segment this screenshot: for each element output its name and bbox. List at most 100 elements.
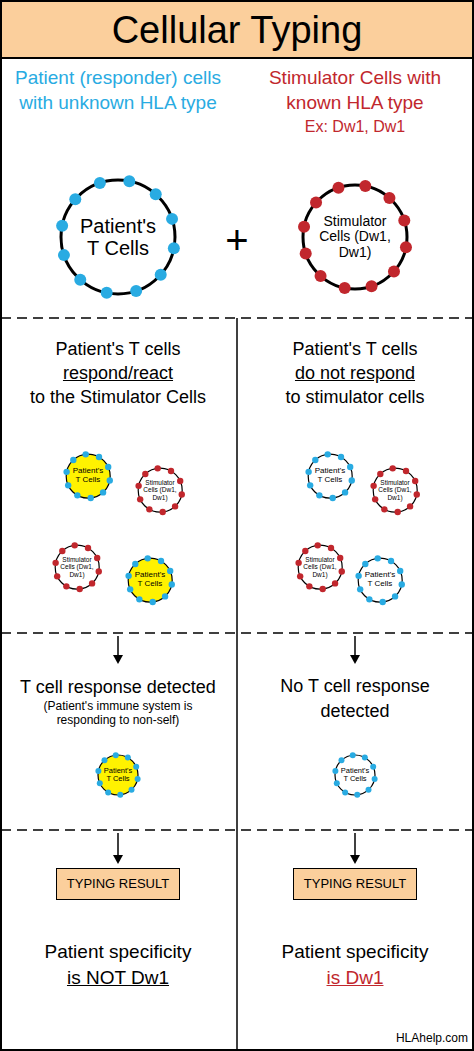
hla-antigen-dot [314, 542, 320, 548]
hla-antigen-dot [298, 221, 310, 233]
hla-antigen-dot [310, 197, 322, 209]
hla-antigen-dot [355, 572, 361, 578]
stimulator-heading: Stimulator Cells with known HLA type [245, 66, 465, 115]
hla-antigen-dot [398, 581, 404, 587]
hla-antigen-dot [332, 768, 338, 774]
cell-membrane [335, 755, 375, 795]
hla-antigen-dot [342, 789, 348, 795]
node-text-wrap: Patient's T Cells [62, 450, 114, 502]
cell-label: Patient's T Cells [339, 767, 371, 784]
cell-membrane [138, 468, 182, 512]
hla-antigen-dot [362, 561, 368, 567]
step-text: to the Stimulator Cells [10, 386, 226, 409]
hla-antigen-dot [136, 596, 142, 602]
hla-antigen-dot [101, 287, 113, 299]
hla-antigen-dot [412, 478, 418, 484]
cell-label: Stimulator Cells (Dw1, Dw1) [58, 556, 96, 577]
cell-label: Stimulator Cells (Dw1, Dw1) [315, 214, 395, 260]
node-text-wrap: Patient's T Cells [331, 751, 379, 799]
hla-antigen-dot [167, 568, 173, 574]
hla-antigen-dot [315, 270, 327, 282]
hla-antigen-dot [168, 242, 180, 254]
cell-label: Stimulator Cells (Dw1, Dw1) [141, 479, 179, 500]
hla-antigen-dot [372, 776, 378, 782]
node-text-wrap: Patient's T Cells [54, 173, 182, 301]
hla-antigen-dot [166, 213, 178, 225]
responder-heading: Patient (responder) cells with unknown H… [10, 66, 226, 115]
node-text-wrap: Stimulator Cells (Dw1, Dw1) [296, 178, 414, 296]
hla-antigen-dot [337, 555, 343, 561]
outcome-text: No T cell response detected [255, 674, 455, 724]
hla-antigen-dot [123, 175, 135, 187]
hla-antigen-dot [82, 451, 88, 457]
hla-antigen-dot [142, 471, 148, 477]
result-text: is Dw1 [247, 966, 463, 991]
hla-antigen-dot [342, 489, 348, 495]
hla-antigen-dot [63, 583, 69, 589]
hla-antigen-dot [392, 593, 398, 599]
hla-antigen-dot [377, 471, 383, 477]
hla-antigen-dot [372, 496, 378, 502]
cell-circle: Patient's T Cells [331, 751, 379, 799]
cell-membrane [98, 755, 138, 795]
node-text-wrap: Stimulator Cells (Dw1, Dw1) [369, 464, 421, 516]
result-box: TYPING RESULT [293, 868, 417, 900]
hla-antigen-dot [366, 787, 372, 793]
hla-antigen-dot [407, 503, 413, 509]
cell-label: Stimulator Cells (Dw1, Dw1) [301, 556, 339, 577]
hla-antigen-dot [144, 555, 150, 561]
cell-membrane [298, 545, 342, 589]
hla-antigen-dot [329, 495, 335, 501]
hla-antigen-dot [87, 495, 93, 501]
hla-antigen-dot [394, 509, 400, 515]
hla-antigen-dot [370, 764, 376, 770]
hla-antigen-dot [347, 464, 353, 470]
hla-antigen-dot [132, 561, 138, 567]
cell-circle: Patient's T Cells [354, 554, 406, 606]
hla-antigen-dot [332, 182, 344, 194]
hla-antigen-dot [381, 506, 387, 512]
node-text-wrap: Stimulator Cells (Dw1, Dw1) [51, 541, 103, 593]
hla-antigen-dot [379, 599, 385, 605]
hla-antigen-dot [316, 492, 322, 498]
hla-antigen-dot [101, 757, 107, 763]
hla-antigen-dot [146, 506, 152, 512]
hla-antigen-dot [319, 586, 325, 592]
hla-antigen-dot [338, 568, 344, 574]
step-text: to stimulator cells [247, 386, 463, 409]
hla-antigen-dot [338, 757, 344, 763]
hla-antigen-dot [74, 492, 80, 498]
hla-antigen-dot [338, 454, 344, 460]
hla-antigen-dot [388, 265, 400, 277]
hla-antigen-dot [370, 482, 376, 488]
hla-antigen-dot [95, 568, 101, 574]
hla-antigen-dot [54, 573, 60, 579]
hla-antigen-dot [332, 580, 338, 586]
column-divider [236, 318, 238, 1050]
hla-antigen-dot [71, 542, 77, 548]
hla-antigen-dot [76, 586, 82, 592]
node-text-wrap: Stimulator Cells (Dw1, Dw1) [134, 464, 186, 516]
hla-antigen-dot [158, 558, 164, 564]
hla-antigen-dot [113, 752, 119, 758]
hla-antigen-dot [137, 496, 143, 502]
hla-antigen-dot [95, 768, 101, 774]
hla-antigen-dot [305, 468, 311, 474]
hla-antigen-dot [150, 188, 162, 200]
hla-antigen-dot [366, 596, 372, 602]
result-heading: TYPING RESULT [304, 877, 406, 891]
hla-antigen-dot [70, 457, 76, 463]
hla-antigen-dot [59, 548, 65, 554]
cell-label: Patient's T Cells [102, 767, 134, 784]
hla-antigen-dot [149, 599, 155, 605]
hla-antigen-dot [96, 454, 102, 460]
hla-antigen-dot [366, 280, 378, 292]
step-text: Patient's T cells [10, 338, 226, 361]
step-text: respond/react [10, 362, 226, 385]
hla-antigen-dot [359, 180, 371, 192]
hla-antigen-dot [354, 792, 360, 798]
hla-antigen-dot [162, 593, 168, 599]
hla-antigen-dot [413, 491, 419, 497]
hla-antigen-dot [125, 572, 131, 578]
